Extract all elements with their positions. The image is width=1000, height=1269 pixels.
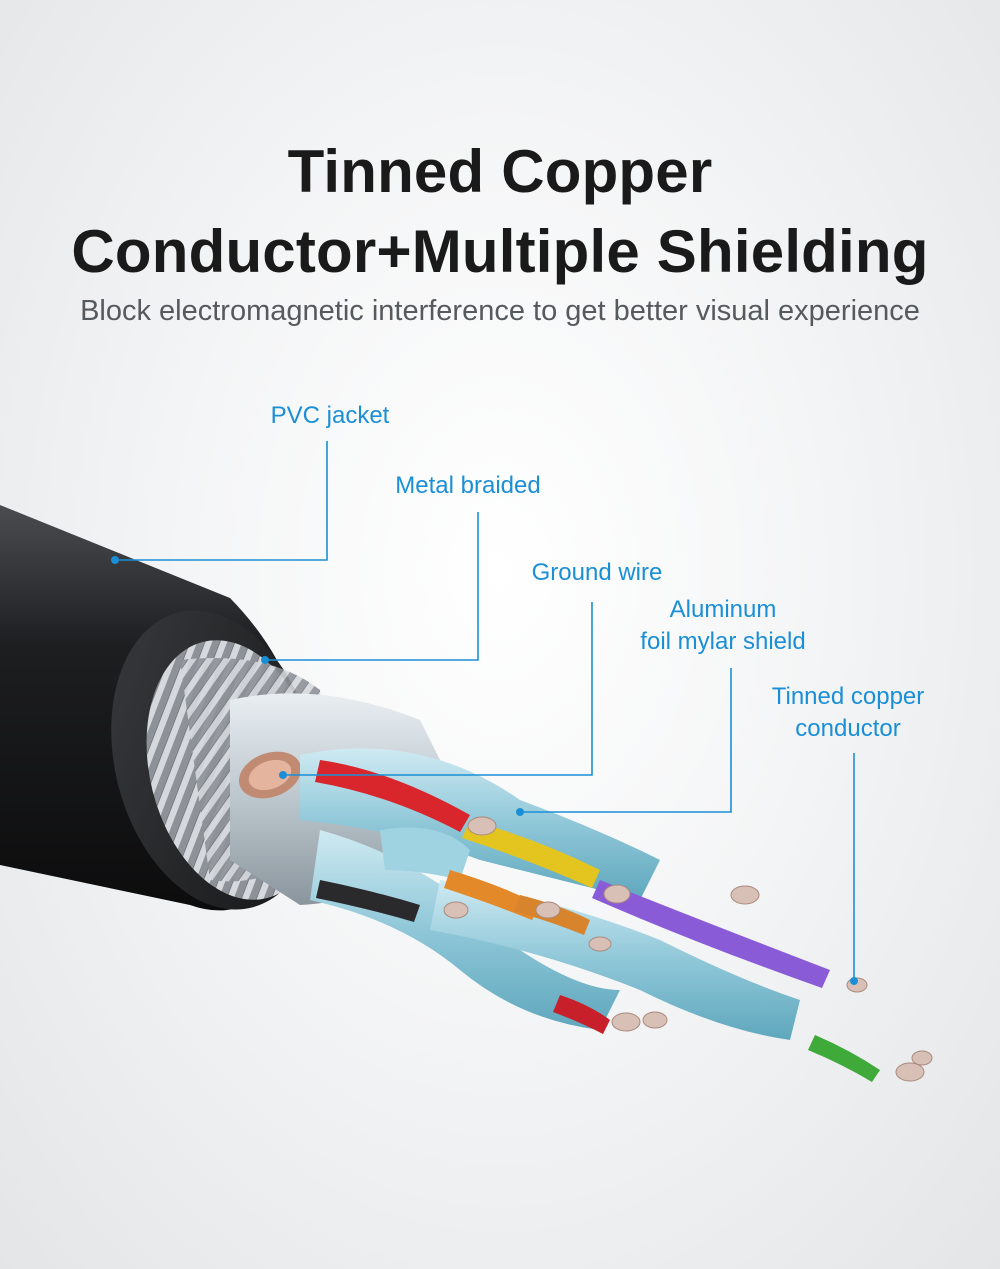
callout-dot-metal-braided	[261, 656, 269, 664]
tinned-copper-strands-shape	[443, 816, 933, 1082]
callout-dot-ground-wire	[279, 771, 287, 779]
callout-dot-pvc-jacket	[111, 556, 119, 564]
callout-lines	[115, 441, 855, 981]
callout-line-ground-wire	[283, 602, 593, 776]
insulated-conductors-shape	[315, 760, 880, 1082]
callout-line-aluminum-foil	[520, 668, 732, 813]
callout-aluminum-line-1: Aluminum	[669, 596, 777, 623]
page-title-line-2: Conductor+Multiple Shielding	[71, 218, 929, 285]
callout-dots	[111, 556, 858, 985]
callout-metal-braided: Metal braided	[395, 472, 541, 499]
callout-line-pvc-jacket	[115, 441, 328, 561]
callout-tinned-line-1: Tinned copper	[771, 683, 925, 710]
ground-wire-shape	[239, 751, 301, 799]
callout-pvc-jacket: PVC jacket	[270, 402, 390, 429]
page-title-line-1: Tinned Copper	[287, 138, 713, 205]
callout-ground-wire: Ground wire	[531, 559, 663, 586]
page-subtitle: Block electromagnetic interference to ge…	[80, 295, 920, 327]
callout-dot-aluminum-foil	[516, 808, 524, 816]
callout-aluminum-line-2: foil mylar shield	[640, 628, 806, 655]
callout-line-metal-braided	[265, 512, 479, 661]
callout-dot-tinned-copper	[850, 977, 858, 985]
callout-tinned-line-2: conductor	[795, 715, 901, 742]
